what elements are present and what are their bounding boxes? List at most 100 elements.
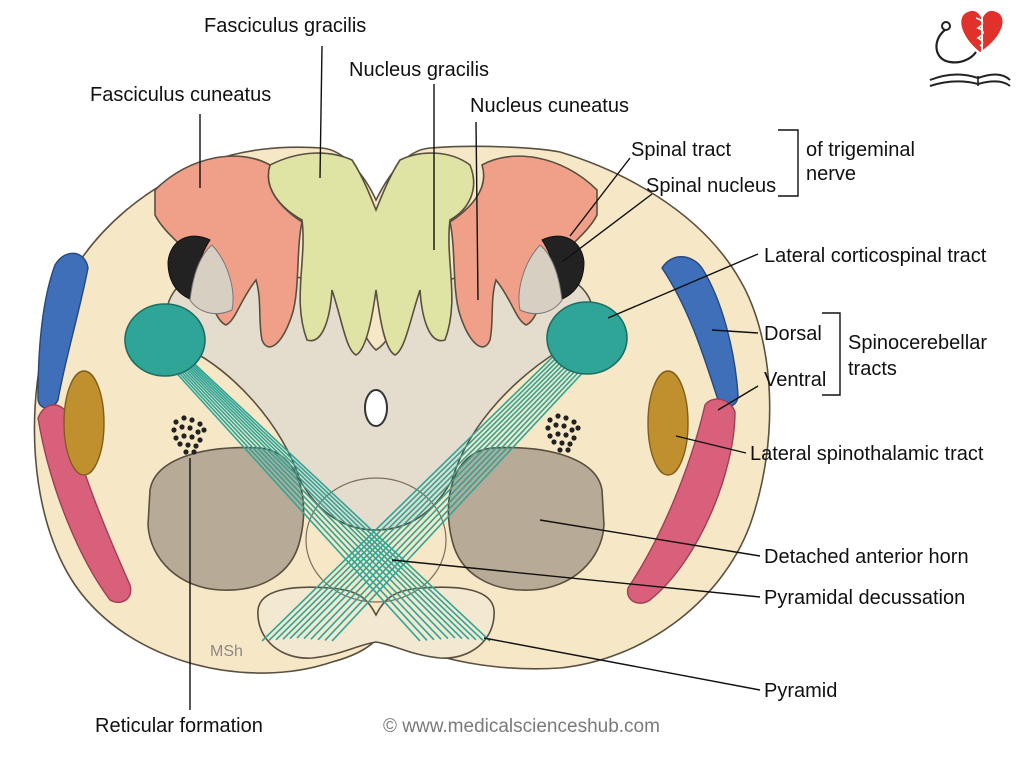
label-pyramidal-decussation: Pyramidal decussation <box>764 587 965 609</box>
corticospinal-fiber <box>167 349 456 639</box>
copyright-notice: © www.medicalscienceshub.com <box>383 716 660 737</box>
corticospinal-fiber <box>268 343 571 641</box>
corticospinal-fiber <box>177 352 477 641</box>
label-spinocerebellar-line2: tracts <box>848 358 897 380</box>
reticular-dot <box>189 434 195 440</box>
reticular-dot <box>559 440 565 446</box>
dorsal-spinocerebellar-tract-right <box>661 256 739 407</box>
reticular-dot <box>183 449 189 455</box>
label-lateral-spinothalamic-tract: Lateral spinothalamic tract <box>750 443 984 465</box>
decussation-outline <box>305 477 447 603</box>
reticular-formation-right <box>545 413 581 453</box>
label-ventral: Ventral <box>764 369 826 391</box>
reticular-dot <box>201 427 207 433</box>
ventral-spinocerebellar-tract-right <box>626 398 736 604</box>
reticular-dot <box>171 427 177 433</box>
corticospinal-fiber <box>174 351 470 640</box>
label-fasciculus-cuneatus: Fasciculus cuneatus <box>90 84 271 106</box>
label-reticular-formation: Reticular formation <box>95 715 263 737</box>
corticospinal-fiber <box>289 346 582 640</box>
label-spinal-tract: Spinal tract <box>631 139 731 161</box>
medical-sciences-hub-logo <box>929 8 1011 87</box>
reticular-dot <box>575 425 581 431</box>
reticular-dot <box>561 423 567 429</box>
leader-lines <box>189 45 841 710</box>
reticular-dot <box>555 431 561 437</box>
corticospinal-fiber <box>324 351 599 641</box>
label-pyramid: Pyramid <box>764 680 837 702</box>
corticospinal-fiber <box>170 350 463 640</box>
reticular-dot <box>563 432 569 438</box>
artist-initials: MSh <box>210 643 243 660</box>
label-dorsal: Dorsal <box>764 323 822 345</box>
reticular-dot <box>181 433 187 439</box>
corticospinal-fiber <box>275 344 575 641</box>
medulla-section <box>33 145 771 674</box>
reticular-dot <box>569 427 575 433</box>
label-lateral-corticospinal-tract: Lateral corticospinal tract <box>764 245 987 267</box>
reticular-formation-left <box>171 415 207 455</box>
corticospinal-fiber <box>164 348 449 640</box>
corticospinal-fiber <box>303 348 588 640</box>
reticular-dot <box>187 425 193 431</box>
label-nucleus-cuneatus: Nucleus cuneatus <box>470 95 629 117</box>
corticospinal-fiber <box>157 346 435 641</box>
dorsal-spinocerebellar-tract-left <box>37 252 89 409</box>
spinal-nucleus-right <box>518 244 563 315</box>
corticospinal-fiber <box>296 347 585 639</box>
reticular-dot <box>571 435 577 441</box>
corticospinal-fiber <box>331 352 602 642</box>
corticospinal-fibers-left <box>150 344 491 642</box>
reticular-dot <box>195 429 201 435</box>
detached-anterior-horn-right <box>447 446 605 591</box>
reticular-dot <box>193 443 199 449</box>
label-spinocerebellar-line1: Spinocerebellar <box>848 332 987 354</box>
lateral-corticospinal-tract-right <box>546 301 628 375</box>
reticular-dot <box>547 433 553 439</box>
corticospinal-fiber <box>160 347 442 640</box>
reticular-dot <box>553 422 559 428</box>
reticular-dot <box>189 417 195 423</box>
reticular-dot <box>565 447 571 453</box>
reticular-dot <box>173 435 179 441</box>
reticular-dot <box>571 419 577 425</box>
central-canal <box>364 389 388 427</box>
label-fasciculus-gracilis: Fasciculus gracilis <box>204 15 366 37</box>
corticospinal-fiber <box>282 345 578 640</box>
labels: Fasciculus gracilis Nucleus gracilis Fas… <box>90 15 987 737</box>
reticular-dot <box>191 449 197 455</box>
fasciculus-gracilis <box>267 152 475 356</box>
reticular-dot <box>177 441 183 447</box>
reticular-dot <box>551 439 557 445</box>
corticospinal-fiber <box>181 353 484 641</box>
corticospinal-fiber <box>317 350 595 641</box>
reticular-dot <box>567 441 573 447</box>
label-nucleus-gracilis: Nucleus gracilis <box>349 59 489 81</box>
label-trigeminal-line2: nerve <box>806 163 856 185</box>
spinal-nucleus-left <box>189 244 234 315</box>
label-spinal-nucleus: Spinal nucleus <box>646 175 776 197</box>
lateral-corticospinal-tract-left <box>124 303 206 377</box>
label-trigeminal-line1: of trigeminal <box>806 139 915 161</box>
lateral-spinothalamic-tract-right <box>647 370 689 476</box>
label-detached-anterior-horn: Detached anterior horn <box>764 546 969 568</box>
reticular-dot <box>545 425 551 431</box>
reticular-dot <box>179 424 185 430</box>
corticospinal-fiber <box>153 345 428 641</box>
corticospinal-fibers-right <box>261 342 602 642</box>
reticular-dot <box>555 413 561 419</box>
corticospinal-fiber <box>150 344 421 642</box>
reticular-dot <box>197 437 203 443</box>
reticular-dot <box>557 447 563 453</box>
reticular-dot <box>563 415 569 421</box>
reticular-dot <box>197 421 203 427</box>
corticospinal-fiber <box>310 349 592 640</box>
corticospinal-fiber <box>261 342 568 642</box>
detached-anterior-horn-left <box>147 446 305 591</box>
reticular-dot <box>185 442 191 448</box>
reticular-dot <box>181 415 187 421</box>
corticospinal-fiber <box>184 354 491 642</box>
lateral-spinothalamic-tract-left <box>63 370 105 476</box>
reticular-dot <box>173 419 179 425</box>
